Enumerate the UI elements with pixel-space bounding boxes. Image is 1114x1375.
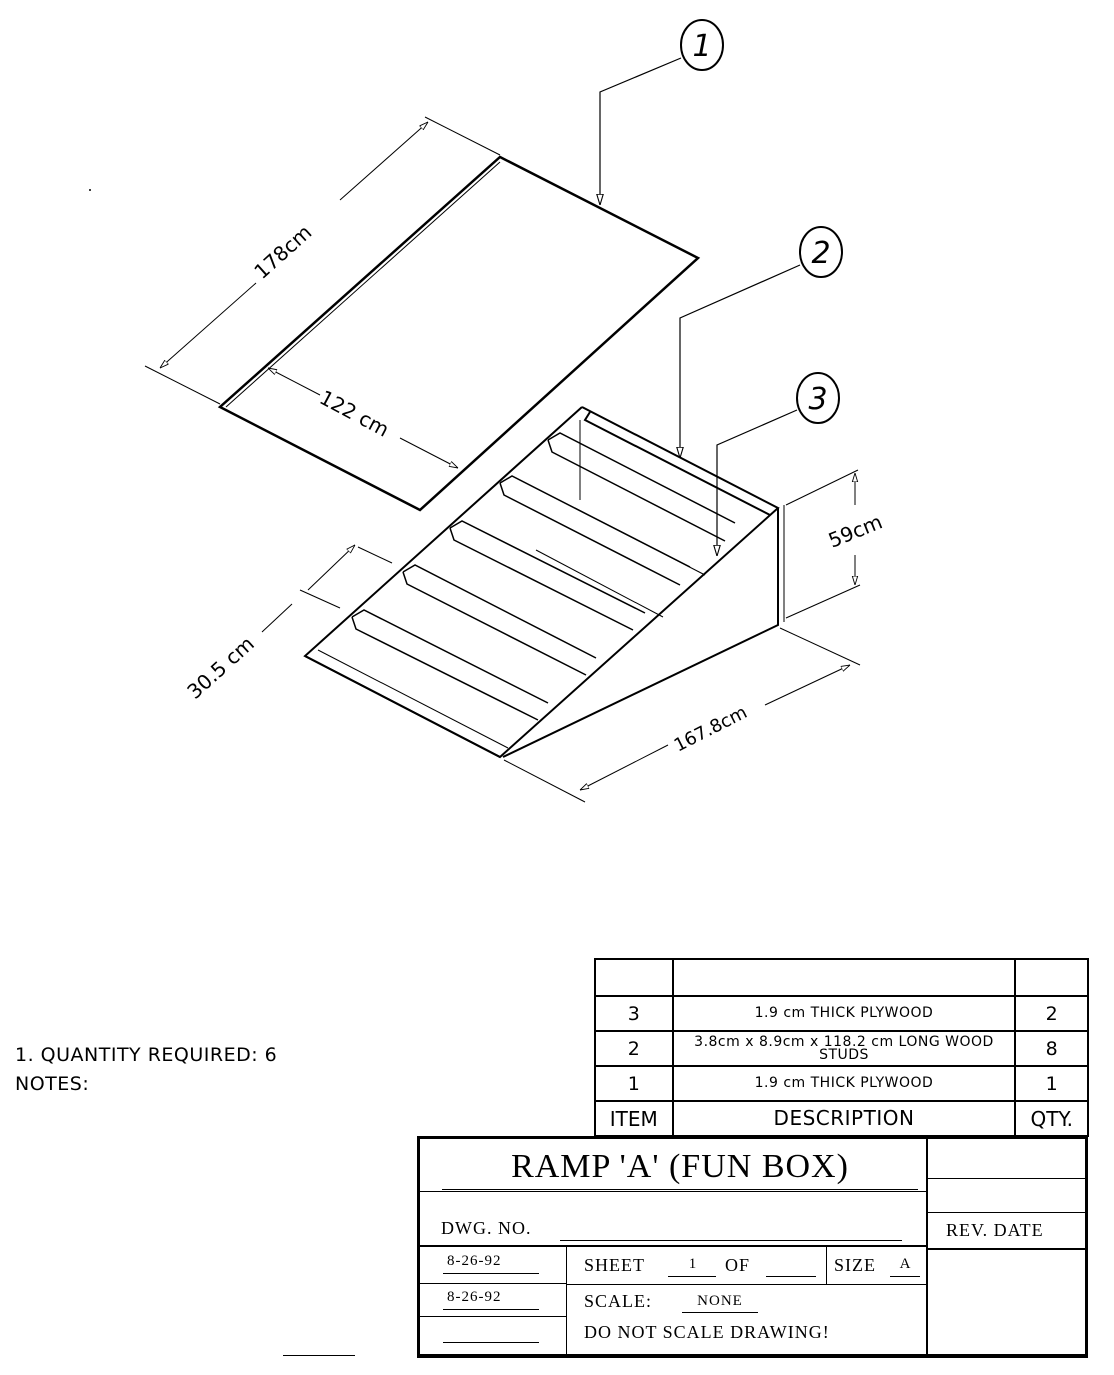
dim-label-178cm: 178cm: [249, 220, 316, 284]
bom-qty-cell: 1: [1014, 1065, 1089, 1102]
date-drawn: 8-26-92: [447, 1253, 502, 1269]
dwg-no-label: DWG. NO.: [441, 1218, 532, 1238]
bom-description-cell: 1.9 cm THICK PLYWOOD: [671, 995, 1017, 1032]
drawing-title: RAMP 'A' (FUN BOX): [511, 1148, 849, 1185]
dimension-122cm: [268, 368, 458, 468]
bill-of-materials: 3 1.9 cm THICK PLYWOOD 2 2 3.8cm x 8.9cm…: [594, 958, 1089, 1137]
bom-qty-cell: [1014, 958, 1089, 997]
bom-item-cell: [594, 958, 674, 997]
bom-row-2: 2 3.8cm x 8.9cm x 118.2 cm LONG WOOD STU…: [594, 1030, 1089, 1067]
svg-text:1: 1: [692, 29, 711, 64]
bom-item-cell: 1: [594, 1065, 674, 1102]
notes-heading: NOTES:: [15, 1073, 90, 1095]
dimension-59cm: [785, 469, 861, 619]
rev-date-label: REV. DATE: [946, 1220, 1044, 1240]
dim-label-30-5cm: 30.5 cm: [182, 631, 259, 703]
ramp-frame: [303, 406, 785, 759]
bom-description-cell: [671, 958, 1017, 997]
bom-description-cell: 1.9 cm THICK PLYWOOD: [671, 1065, 1017, 1102]
bom-row-3: 3 1.9 cm THICK PLYWOOD 2: [594, 995, 1089, 1032]
balloon-3: 3: [717, 372, 840, 556]
date-checked: 8-26-92: [447, 1289, 502, 1305]
bom-item-cell: 3: [594, 995, 674, 1032]
bom-header-qty: QTY.: [1014, 1100, 1089, 1137]
bom-row-blank: [594, 958, 1089, 997]
stray-underline: [283, 1355, 355, 1356]
size-value: A: [899, 1256, 911, 1272]
bom-header-description: DESCRIPTION: [671, 1100, 1017, 1137]
dimension-167-8cm: [503, 627, 861, 803]
dimension-30-5cm: [261, 545, 393, 633]
of-label: OF: [725, 1255, 751, 1275]
stray-mark: [89, 189, 91, 191]
bom-header-item: ITEM: [594, 1100, 674, 1137]
svg-text:3: 3: [808, 382, 827, 417]
note-quantity-required: 1. QUANTITY REQUIRED: 6: [15, 1044, 278, 1066]
sheet-label: SHEET: [584, 1255, 645, 1275]
bom-qty-cell: 8: [1014, 1030, 1089, 1067]
balloon-2: 2: [680, 226, 843, 458]
dim-label-122cm: 122 cm: [316, 385, 394, 441]
sheet-number: 1: [688, 1256, 697, 1272]
balloon-1: 1: [600, 19, 724, 205]
bom-description-cell: 3.8cm x 8.9cm x 118.2 cm LONG WOOD STUDS: [671, 1030, 1017, 1067]
bom-header-row: ITEM DESCRIPTION QTY.: [594, 1100, 1089, 1137]
svg-text:2: 2: [811, 236, 830, 271]
do-not-scale-warning: DO NOT SCALE DRAWING!: [584, 1322, 830, 1342]
dim-label-167-8cm: 167.8cm: [671, 702, 751, 757]
scale-value: NONE: [697, 1293, 743, 1309]
bom-item-cell: 2: [594, 1030, 674, 1067]
bom-row-1: 1 1.9 cm THICK PLYWOOD 1: [594, 1065, 1089, 1102]
dim-label-59cm: 59cm: [825, 509, 886, 552]
dimension-178cm: [144, 116, 501, 405]
size-label: SIZE: [834, 1255, 876, 1275]
bom-qty-cell: 2: [1014, 995, 1089, 1032]
plywood-top-sheet: [217, 155, 701, 512]
scale-label: SCALE:: [584, 1291, 653, 1311]
isometric-ramp-drawing: 178cm 122 cm 30.5 cm 59cm 167.8cm 1 2: [89, 19, 886, 803]
